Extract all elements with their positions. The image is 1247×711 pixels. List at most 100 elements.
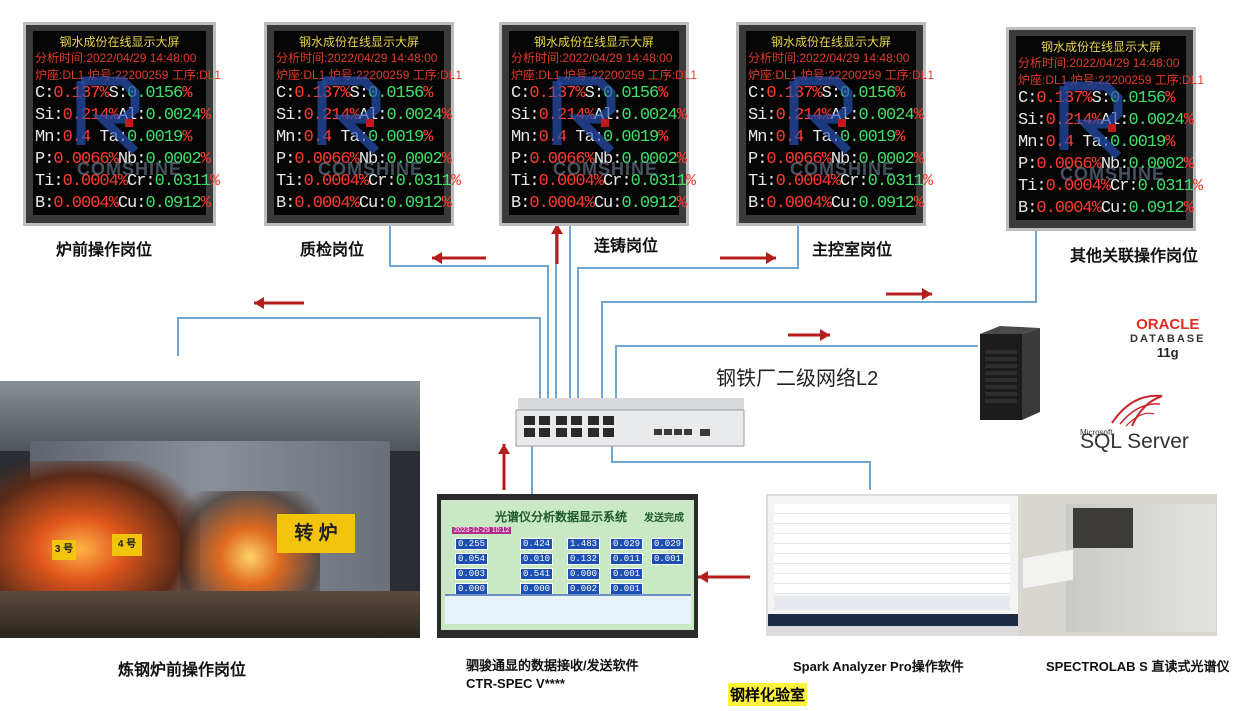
row-unit-1: % <box>830 172 841 191</box>
row-value-1: 0.0004 <box>775 172 832 191</box>
switch-port-icon <box>556 428 567 437</box>
spark-analyzer-screen <box>768 496 1018 626</box>
switch-port-icon <box>588 416 599 425</box>
switch-port-icon <box>556 416 567 425</box>
row-label-1: Ti: <box>35 172 64 191</box>
switch-sfp-port-icon <box>674 429 682 435</box>
row-unit-1: % <box>1091 199 1102 218</box>
row-unit-1: % <box>349 194 360 213</box>
network-switch <box>515 409 745 447</box>
software-value-cell: 0.255 <box>455 538 489 550</box>
switch-top-face <box>518 398 744 410</box>
row-value-2: 0.0156 <box>127 84 183 103</box>
row-value-1: 0.0004 <box>538 172 595 191</box>
row-label-1: P: <box>35 150 54 169</box>
sqlserver-name: SQL Server <box>1080 430 1189 453</box>
software-value-cell: 0.000 <box>567 568 601 580</box>
row-unit-2: % <box>913 150 924 169</box>
row-value-1: 0.0004 <box>529 194 585 213</box>
comshine-logo-icon <box>789 76 853 155</box>
row-label-1: C: <box>276 84 295 103</box>
row-label-1: P: <box>1018 155 1037 174</box>
software-value-cell: 0.001 <box>610 568 644 580</box>
screen-row: Ti:0.0004%Cr:0.0311% <box>276 172 461 191</box>
screen-row: Ti:0.0004%Cr:0.0311% <box>1018 177 1203 196</box>
row-label-1: Mn: <box>511 128 540 147</box>
screen-row: Ti:0.0004%Cr:0.0311% <box>35 172 220 191</box>
screen-row: B:0.0004%Cu:0.0912% <box>748 194 924 213</box>
furnace-sign-3: 3 号 <box>52 540 76 560</box>
server-bay-icon <box>985 385 1017 389</box>
row-value-2: 0.0002 <box>145 150 201 169</box>
row-value-1: 0.0004 <box>1036 199 1092 218</box>
software-status: 发送完成 <box>644 513 684 524</box>
row-value-1: 0.0004 <box>766 194 822 213</box>
software-value-cell: 0.132 <box>567 553 601 565</box>
row-label-1: C: <box>748 84 767 103</box>
caption-spectrolab: SPECTROLAB S 直读式光谱仪 <box>1046 659 1230 674</box>
screen-row: Ti:0.0004%Cr:0.0311% <box>748 172 933 191</box>
row-label-1: P: <box>748 150 767 169</box>
screen-title: 钢水成份在线显示大屏 <box>1040 40 1161 54</box>
row-value-2: 0.0019 <box>127 128 183 147</box>
server-bay-icon <box>985 357 1017 361</box>
row-value-1: 0.0066 <box>529 150 585 169</box>
row-value-1: 0.0004 <box>294 194 350 213</box>
row-label-1: B: <box>511 194 530 213</box>
row-unit-2: % <box>676 194 687 213</box>
row-label-1: B: <box>35 194 54 213</box>
row-label-1: Mn: <box>276 128 305 147</box>
row-unit-2: % <box>895 128 905 147</box>
row-unit-2: % <box>441 150 452 169</box>
row-value-2: 0.0311 <box>867 172 924 191</box>
row-value-1: 0.1 <box>766 84 795 103</box>
row-label-2: S: <box>584 84 604 103</box>
row-value-2: 0.0156 <box>840 84 896 103</box>
row-label-1: C: <box>35 84 54 103</box>
switch-sfp-port-icon <box>654 429 662 435</box>
screen-row: B:0.0004%Cu:0.0912% <box>511 194 687 213</box>
row-label-2: Nb: <box>1100 155 1130 174</box>
row-value-2: 0.0311 <box>1137 177 1194 196</box>
row-unit-2: % <box>913 194 924 213</box>
row-label-2: Cr: <box>127 172 156 191</box>
software-value-cell: 0.054 <box>455 553 489 565</box>
row-value-2: 0.0002 <box>621 150 677 169</box>
server-bay-icon <box>985 378 1017 382</box>
row-label-1: Si: <box>35 106 64 125</box>
row-value-1: 0.0004 <box>62 172 119 191</box>
software-title: 光谱仪分析数据显示系统 <box>495 510 628 524</box>
switch-console-port-icon <box>700 429 710 436</box>
switch-port-icon <box>603 428 614 437</box>
row-label-2: Cr: <box>1110 177 1139 196</box>
software-date: 2023-12-29 10:12 <box>452 527 512 534</box>
row-unit-2: % <box>895 84 905 103</box>
screen-row: P:0.0066%Nb:0.0002% <box>35 150 211 169</box>
row-value-2: 0.0912 <box>386 194 442 213</box>
oracle-logo: ORACLE DATABASE 11g <box>1130 316 1205 360</box>
software-value-cell: 0.011 <box>610 553 644 565</box>
server-bay-icon <box>985 350 1017 354</box>
row-value-2: 0.0311 <box>630 172 687 191</box>
row-unit-2: % <box>922 172 933 191</box>
row-unit-2: % <box>182 84 192 103</box>
row-value-2: 0.0912 <box>858 194 914 213</box>
spark-analyzer-monitor <box>766 494 1020 636</box>
row-unit-1: % <box>358 172 369 191</box>
row-label-2: Cr: <box>840 172 869 191</box>
row-value-1: 0.1 <box>294 84 323 103</box>
row-label-1: P: <box>276 150 295 169</box>
screen-time: 分析时间:2022/04/29 14:48:00 <box>1018 56 1180 70</box>
switch-port-icon <box>539 416 550 425</box>
arrow-to-quality-head <box>432 252 442 264</box>
watermark-text: COMSHINE <box>77 159 183 179</box>
row-label-1: Si: <box>748 106 777 125</box>
watermark-text: COMSHINE <box>553 159 659 179</box>
server-side-icon <box>1022 328 1040 420</box>
arrow-to-caster-head <box>551 224 563 234</box>
row-label-1: Ti: <box>276 172 305 191</box>
arrow-to-furnace-front-head <box>254 297 264 309</box>
row-label-2: Cu: <box>1100 199 1130 218</box>
